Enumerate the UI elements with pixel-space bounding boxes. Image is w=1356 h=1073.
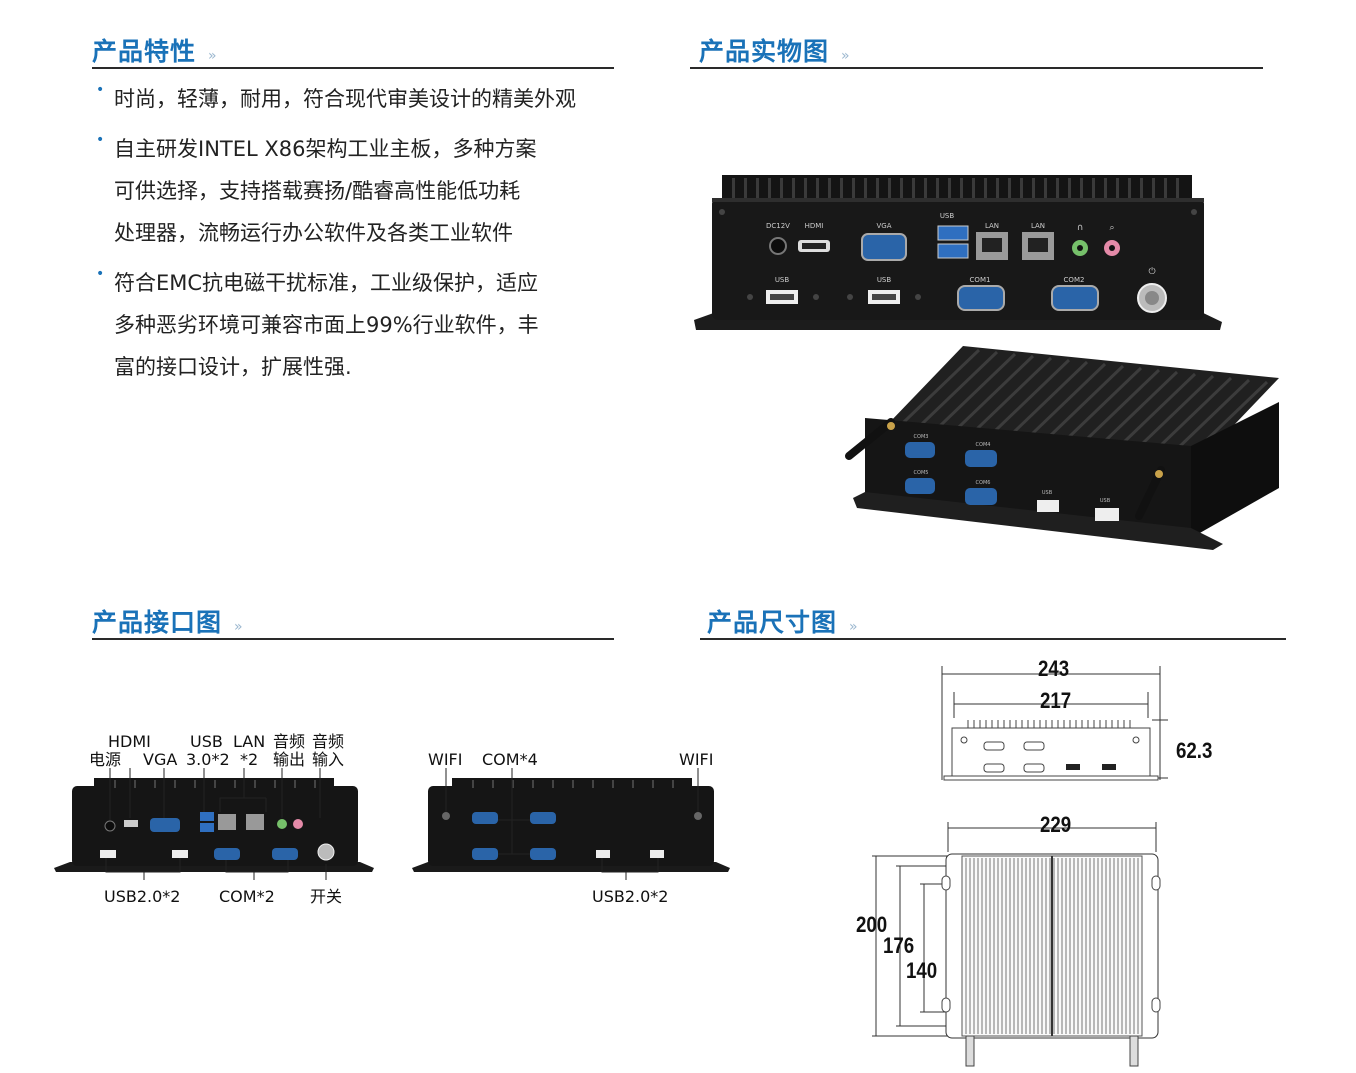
label-usb20-back: USB2.0*2 [592,887,669,906]
interfaces-title: 产品接口图 [92,608,223,637]
features-title: 产品特性 [92,37,197,66]
back-interface-diagram [412,768,730,880]
feature-line: 富的接口设计，扩展性强. [114,355,352,379]
photos-section-header: 产品实物图 » [699,32,850,68]
dimension-width-outer: 243 [1038,656,1070,681]
interfaces-section-header: 产品接口图 » [92,603,243,639]
double-chevron-icon: » [234,618,243,635]
bullet-icon: • [96,82,105,98]
back-panel-photo: COM3 COM4 COM5 COM6 USB USB [845,346,1279,550]
svg-text:⌕: ⌕ [1109,223,1114,233]
section-divider [700,638,1286,640]
port-label-com2: COM2 [1064,276,1085,284]
double-chevron-icon: » [208,47,217,64]
label-audio-in-1: 音频 [312,732,345,751]
features-list: • 时尚，轻薄，耐用，符合现代审美设计的精美外观 • 自主研发INTEL X86… [94,78,614,396]
label-wifi-left: WIFI [428,750,463,769]
label-usb20-front: USB2.0*2 [104,887,181,906]
features-section-header: 产品特性 » [92,32,217,68]
photos-title: 产品实物图 [699,37,830,66]
label-com4: COM*4 [482,750,538,769]
label-usb30-2: 3.0*2 [186,750,230,769]
label-audio-out-2: 输出 [273,750,306,769]
label-switch: 开关 [310,887,343,906]
port-label-usb3: USB [940,212,955,220]
label-audio-out-1: 音频 [273,732,306,751]
port-label-usb-b: USB [877,276,892,284]
feature-item: • 自主研发INTEL X86架构工业主板，多种方案 可供选择，支持搭载赛扬/酷… [94,128,614,254]
feature-line: 可供选择，支持搭载赛扬/酷睿高性能低功耗 [114,179,521,203]
double-chevron-icon: » [849,618,858,635]
port-label-usb-d: USB [1100,498,1111,504]
label-power: 电源 [89,750,122,769]
label-wifi-right: WIFI [679,750,714,769]
label-com2: COM*2 [219,887,275,906]
port-label-lan2: LAN [1031,222,1045,230]
dimension-depth-mid: 176 [883,933,915,958]
label-audio-in-2: 输入 [312,750,345,769]
port-label-com1: COM1 [970,276,991,284]
dimension-height: 62.3 [1176,738,1213,763]
double-chevron-icon: » [841,47,850,64]
feature-item: • 符合EMC抗电磁干扰标准，工业级保护，适应 多种恶劣环境可兼容市面上99%行… [94,262,614,388]
port-label-com4: COM4 [976,442,991,448]
dimension-top-width: 229 [1040,812,1072,837]
port-label-dc12v: DC12V [766,222,790,230]
label-lan-1: LAN [233,732,266,751]
port-label-com6: COM6 [976,480,991,486]
bullet-icon: • [96,132,105,148]
side-view-drawing [941,666,1168,781]
dimension-depth-outer: 200 [856,912,888,937]
section-divider [690,67,1263,69]
label-lan-2: *2 [240,750,259,769]
section-divider [92,638,614,640]
svg-text:∩: ∩ [1077,223,1084,233]
feature-line: 处理器，流畅运行办公软件及各类工业软件 [114,221,513,245]
port-label-com5: COM5 [914,470,929,476]
feature-line: 多种恶劣环境可兼容市面上99%行业软件，丰 [114,313,539,337]
label-hdmi: HDMI [108,732,151,751]
feature-item: • 时尚，轻薄，耐用，符合现代审美设计的精美外观 [94,78,614,120]
top-view-drawing [872,822,1161,1067]
section-divider [92,67,614,69]
port-label-usb-c: USB [1042,490,1053,496]
feature-line: 符合EMC抗电磁干扰标准，工业级保护，适应 [114,271,539,295]
port-label-vga: VGA [876,222,891,230]
front-panel-photo: DC12V HDMI VGA USB LAN LAN ∩ ⌕ USB USB C… [694,175,1222,330]
dimension-width-inner: 217 [1040,688,1072,713]
port-label-hdmi: HDMI [805,222,824,230]
dimension-depth-inner: 140 [906,958,938,983]
dimensions-section-header: 产品尺寸图 » [707,603,858,639]
port-label-lan1: LAN [985,222,999,230]
front-interface-diagram [54,768,374,880]
feature-line: 时尚，轻薄，耐用，符合现代审美设计的精美外观 [114,87,576,111]
label-usb30-1: USB [190,732,223,751]
port-label-com3: COM3 [914,434,929,440]
port-label-usb-a: USB [775,276,790,284]
label-vga: VGA [143,750,178,769]
svg-text:⏻: ⏻ [1148,266,1155,277]
dimensions-title: 产品尺寸图 [707,608,838,637]
feature-line: 自主研发INTEL X86架构工业主板，多种方案 [114,137,537,161]
bullet-icon: • [96,266,105,282]
